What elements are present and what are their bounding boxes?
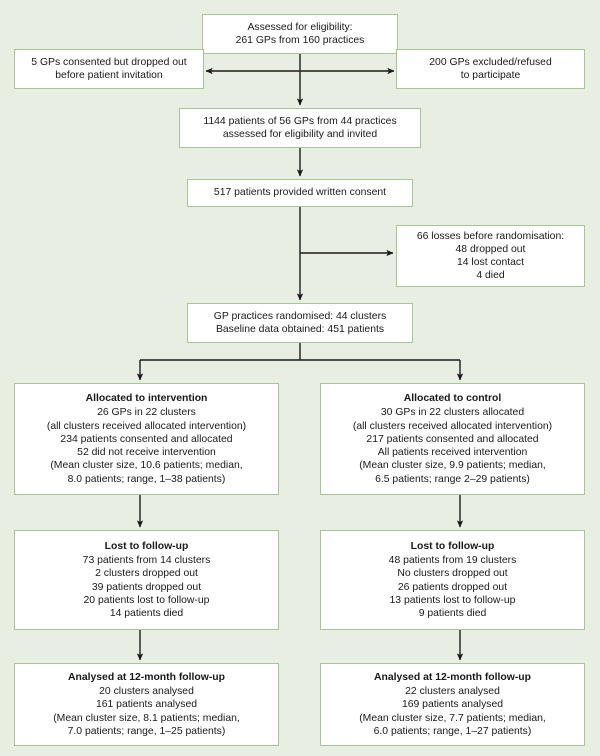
node-line: 73 patients from 14 clusters <box>82 555 211 567</box>
node-line: No clusters dropped out <box>397 568 508 580</box>
node-heading: Analysed at 12-month follow-up <box>67 671 226 683</box>
analysed-intervention-box: Analysed at 12-month follow-up 20 cluste… <box>14 663 279 746</box>
analysed-control-box: Analysed at 12-month follow-up 22 cluste… <box>320 663 585 746</box>
node-line: (Mean cluster size, 9.9 patients; median… <box>359 460 546 472</box>
gps-excluded-box: 200 GPs excluded/refused to participate <box>396 49 585 89</box>
node-line: 39 patients dropped out <box>91 581 202 593</box>
practices-randomised-box: GP practices randomised: 44 clusters Bas… <box>187 303 413 343</box>
node-line: 48 dropped out <box>455 243 526 255</box>
node-line: 14 lost contact <box>456 257 524 268</box>
lost-to-follow-up-intervention-box: Lost to follow-up 73 patients from 14 cl… <box>14 530 279 630</box>
node-line: (Mean cluster size, 10.6 patients; media… <box>50 460 243 472</box>
node-line: All patients received intervention <box>377 447 528 459</box>
node-line: Baseline data obtained: 451 patients <box>215 324 385 335</box>
node-line: 261 GPs from 160 practices <box>235 35 365 46</box>
assessed-for-eligibility-box: Assessed for eligibility: 261 GPs from 1… <box>202 14 398 54</box>
node-line: 30 GPs in 22 clusters allocated <box>380 407 525 419</box>
losses-before-randomisation-box: 66 losses before randomisation: 48 dropp… <box>396 225 585 287</box>
node-line: 26 patients dropped out <box>397 581 508 593</box>
node-line: (all clusters received allocated interve… <box>352 420 553 432</box>
node-heading: Lost to follow-up <box>104 540 189 552</box>
allocated-to-control-box: Allocated to control 30 GPs in 22 cluste… <box>320 383 585 495</box>
node-line: 161 patients analysed <box>95 699 198 711</box>
node-line: 5 GPs consented but dropped out <box>31 56 187 68</box>
node-line: 4 died <box>476 270 505 282</box>
node-line: 66 losses before randomisation: <box>416 230 565 242</box>
node-line: 1144 patients of 56 GPs from 44 practice… <box>203 115 397 127</box>
node-line: Assessed for eligibility: <box>247 21 353 33</box>
node-line: 517 patients provided written consent <box>213 187 387 199</box>
node-line: 200 GPs excluded/refused <box>429 56 552 68</box>
lost-to-follow-up-control-box: Lost to follow-up 48 patients from 19 cl… <box>320 530 585 630</box>
node-line: 7.0 patients; range, 1–25 patients) <box>67 725 226 737</box>
node-line: 8.0 patients; range, 1–38 patients) <box>67 473 226 485</box>
node-line: 14 patients died <box>109 607 184 619</box>
allocated-to-intervention-box: Allocated to intervention 26 GPs in 22 c… <box>14 383 279 495</box>
node-line: 217 patients consented and allocated <box>366 433 539 445</box>
node-line: 6.5 patients; range 2–29 patients) <box>375 473 530 485</box>
node-line: (all clusters received allocated interve… <box>46 420 247 432</box>
node-line: 48 patients from 19 clusters <box>388 555 517 567</box>
patients-invited-box: 1144 patients of 56 GPs from 44 practice… <box>179 108 421 148</box>
node-heading: Lost to follow-up <box>410 540 495 552</box>
node-line: GP practices randomised: 44 clusters <box>213 310 387 322</box>
node-line: to participate <box>460 70 521 81</box>
node-heading: Analysed at 12-month follow-up <box>373 671 532 683</box>
node-line: (Mean cluster size, 7.7 patients; median… <box>359 712 546 724</box>
node-line: 20 clusters analysed <box>99 686 194 698</box>
node-line: 26 GPs in 22 clusters <box>97 407 196 419</box>
node-line: 9 patients died <box>418 607 487 619</box>
node-line: 20 patients lost to follow-up <box>83 594 210 606</box>
node-line: 13 patients lost to follow-up <box>389 594 516 606</box>
node-line: 169 patients analysed <box>401 699 504 711</box>
node-line: (Mean cluster size, 8.1 patients; median… <box>53 712 240 724</box>
node-line: 6.0 patients; range, 1–27 patients) <box>373 725 532 737</box>
node-line: 2 clusters dropped out <box>95 568 198 580</box>
node-heading: Allocated to control <box>403 393 502 405</box>
node-line: before patient invitation <box>55 70 163 81</box>
written-consent-box: 517 patients provided written consent <box>187 179 413 207</box>
node-line: 234 patients consented and allocated <box>60 433 233 445</box>
gps-dropped-out-box: 5 GPs consented but dropped out before p… <box>14 49 204 89</box>
node-line: 52 did not receive intervention <box>77 447 216 459</box>
node-line: assessed for eligibility and invited <box>222 129 378 140</box>
node-line: 22 clusters analysed <box>405 686 500 698</box>
node-heading: Allocated to intervention <box>85 393 208 405</box>
